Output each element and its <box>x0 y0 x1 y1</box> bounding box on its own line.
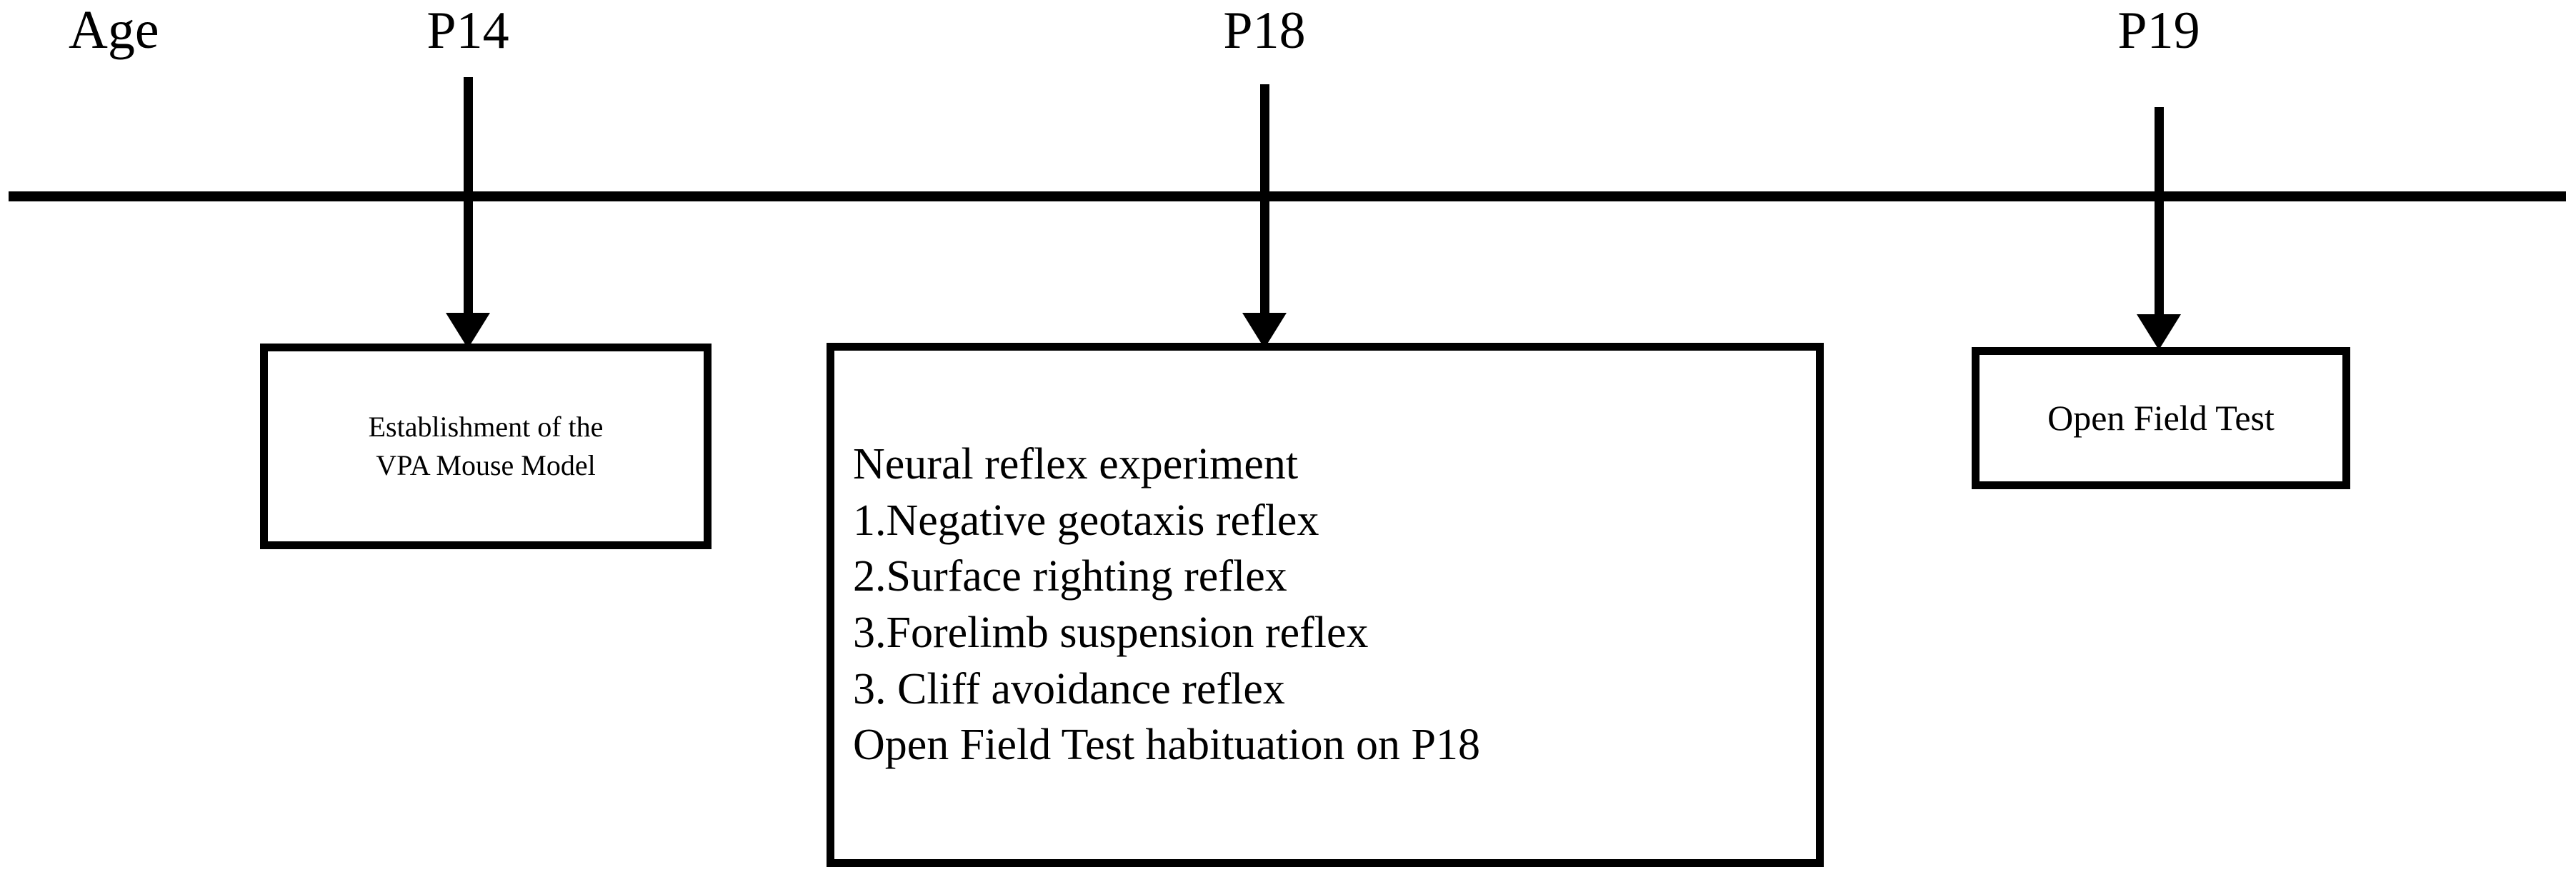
axis-label-age: Age <box>69 0 159 60</box>
event-box-line: Open Field Test habituation on P18 <box>853 721 1480 770</box>
arrow-head <box>1242 313 1287 349</box>
event-box-line: 3. Cliff avoidance reflex <box>853 664 1285 713</box>
timepoint-label-p14: P14 <box>426 1 509 60</box>
timepoint-label-p19: P19 <box>2117 1 2200 60</box>
arrow-shaft <box>2154 107 2164 316</box>
event-box-open-field-test: Open Field Test <box>1972 347 2350 489</box>
event-box-line: 1.Negative geotaxis reflex <box>853 496 1319 545</box>
arrow-head <box>2137 314 2181 350</box>
timepoint-label-p18: P18 <box>1223 1 1306 60</box>
arrow-head <box>446 313 490 349</box>
timeline-axis-line <box>9 191 2566 201</box>
event-box-line: 2.Surface righting reflex <box>853 552 1287 601</box>
arrow-shaft <box>1259 84 1269 314</box>
event-box-line: Establishment of the <box>368 411 604 443</box>
event-box-vpa-model: Establishment of the VPA Mouse Model <box>260 344 712 549</box>
event-box-neural-reflex: Neural reflex experiment 1.Negative geot… <box>827 343 1824 867</box>
event-box-line: Open Field Test <box>2047 398 2275 438</box>
event-box-line: VPA Mouse Model <box>376 449 596 481</box>
event-box-line: 3.Forelimb suspension reflex <box>853 608 1369 657</box>
arrow-shaft <box>463 77 473 314</box>
event-box-title: Neural reflex experiment <box>853 439 1299 488</box>
